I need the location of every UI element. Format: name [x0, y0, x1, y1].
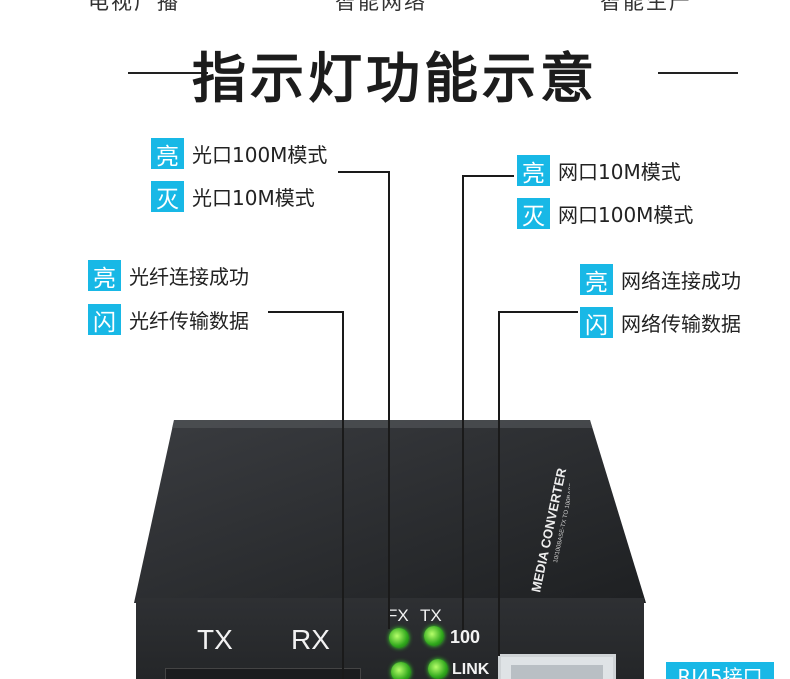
connector-fiber-mode-v: [388, 171, 390, 629]
connector-net-link-v: [498, 311, 500, 656]
led-fx-label: FX: [387, 606, 409, 625]
net-10m-label: 网口10M模式: [558, 160, 681, 184]
tx-label: TX: [197, 624, 233, 655]
connector-net-mode-v: [462, 175, 464, 630]
flash-badge: 闪: [580, 307, 613, 339]
connector-fiber-link-h: [268, 311, 344, 313]
fiber-mode-off-row: 灭 光口10M模式: [151, 181, 315, 213]
rj45-port: [498, 654, 616, 679]
rx-label: RX: [291, 624, 330, 655]
fiber-link-on-row: 亮 光纤连接成功: [88, 260, 249, 292]
light-on-badge: 亮: [88, 260, 121, 292]
rj45-tag: RJ45接口: [666, 662, 774, 679]
fx-led-2: [391, 662, 411, 679]
top-strip-item-3: 智能生产: [600, 0, 692, 14]
fiber-port: [165, 668, 361, 679]
light-on-badge: 亮: [517, 155, 550, 187]
net-link-flash-row: 闪 网络传输数据: [580, 307, 741, 339]
top-strip-item-2: 智能网络: [335, 0, 427, 14]
tx-led-1: [424, 626, 444, 646]
fiber-link-flash-row: 闪 光纤传输数据: [88, 304, 249, 336]
light-off-badge: 灭: [517, 198, 550, 230]
device-brand-text: MEDIA CONVERTER 10/100BASE-TX TO 100BASE…: [528, 466, 570, 594]
connector-fiber-link-v: [342, 311, 344, 679]
fiber-link-label: 光纤连接成功: [129, 265, 249, 289]
title-rule-right: [658, 72, 738, 74]
fiber-data-label: 光纤传输数据: [129, 309, 249, 333]
tx-led-2: [428, 659, 448, 679]
net-link-on-row: 亮 网络连接成功: [580, 264, 741, 296]
connector-net-link-h: [498, 311, 578, 313]
fiber-mode-on-row: 亮 光口100M模式: [151, 138, 328, 170]
page-title: 指示灯功能示意: [192, 47, 598, 110]
light-off-badge: 灭: [151, 181, 184, 213]
flash-badge: 闪: [88, 304, 121, 336]
title-rule-left: [128, 72, 208, 74]
light-on-badge: 亮: [580, 264, 613, 296]
net-mode-on-row: 亮 网口10M模式: [517, 155, 681, 187]
device-top-panel: [134, 420, 646, 603]
net-data-label: 网络传输数据: [621, 312, 741, 336]
light-on-badge: 亮: [151, 138, 184, 170]
net-link-label: 网络连接成功: [621, 269, 741, 293]
fiber-10m-label: 光口10M模式: [192, 186, 315, 210]
led-100-label: 100: [450, 627, 481, 647]
top-strip-item-1: 电视广播: [88, 0, 180, 14]
connector-fiber-mode-h: [338, 171, 390, 173]
led-link-label: LINK: [452, 661, 490, 678]
net-mode-off-row: 灭 网口100M模式: [517, 198, 694, 230]
connector-net-mode-h: [462, 175, 514, 177]
fiber-100m-label: 光口100M模式: [192, 143, 328, 167]
led-tx-label: TX: [420, 606, 442, 625]
fx-led-1: [389, 628, 409, 648]
net-100m-label: 网口100M模式: [558, 203, 694, 227]
